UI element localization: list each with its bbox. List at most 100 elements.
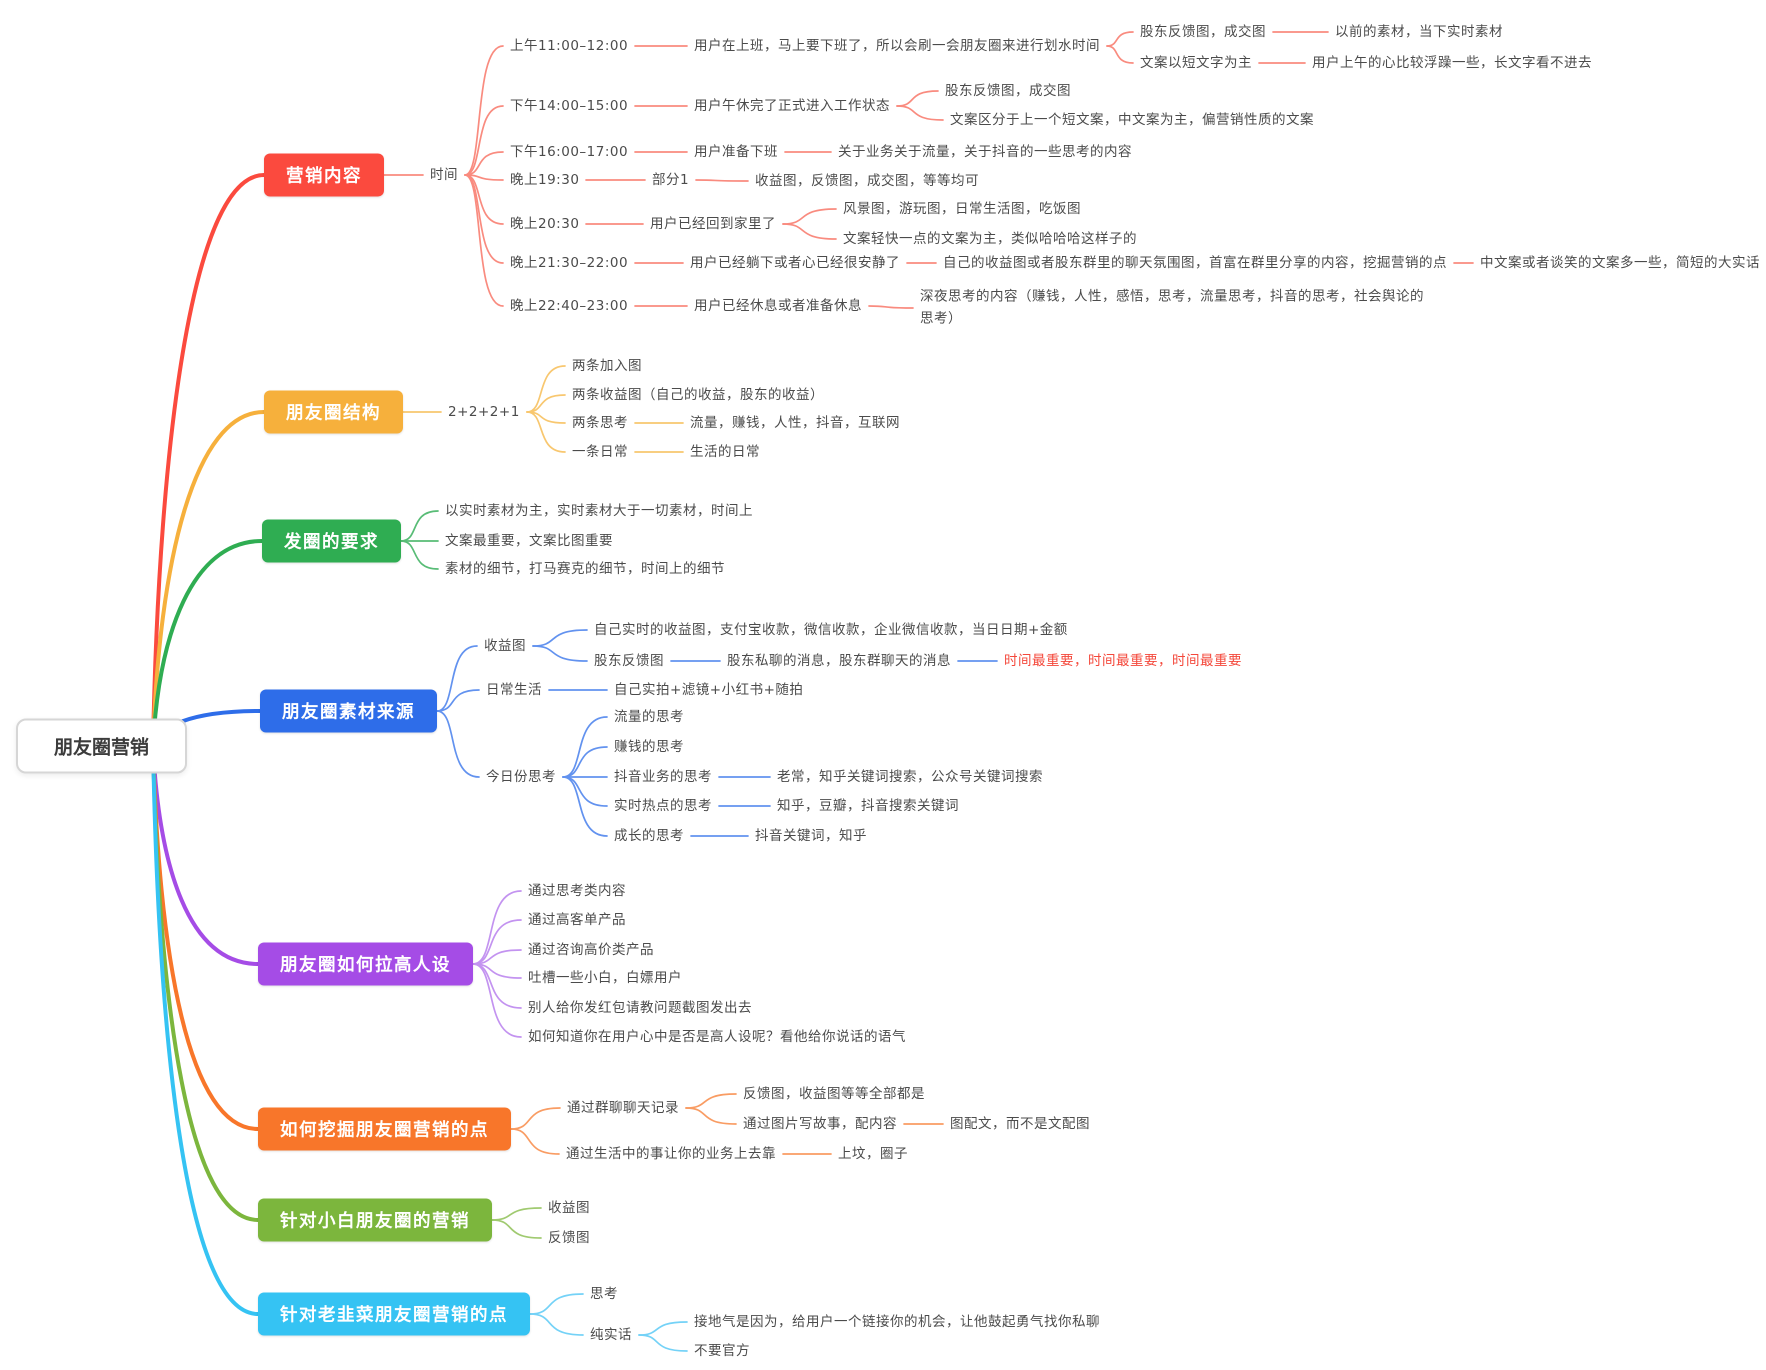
mindmap-edge-b4-jr-b4-jr4 <box>562 776 608 807</box>
mindmap-node-b1-d1c2[interactable]: 文案以短文字为主 <box>1140 54 1252 71</box>
mindmap-edge-b4-jr-b4-jr5 <box>562 776 608 837</box>
mindmap-node-b1-d1c1g[interactable]: 以前的素材，当下实时素材 <box>1335 23 1503 40</box>
mindmap-node-b4-jr2[interactable]: 赚钱的思考 <box>614 738 684 755</box>
mindmap-node-b2-n[interactable]: 2+2+2+1 <box>448 403 520 420</box>
mindmap-node-b5-p4[interactable]: 吐槽一些小白，白嫖用户 <box>528 969 682 986</box>
mindmap-node-b4-fkt1[interactable]: 股东私聊的消息，股东群聊天的消息 <box>727 652 951 669</box>
mindmap-node-b1-d6c[interactable]: 自己的收益图或者股东群里的聊天氛围图，首富在群里分享的内容，挖掘营销的点 <box>943 254 1447 271</box>
mindmap-node-b1-d3[interactable]: 用户准备下班 <box>694 143 778 160</box>
mindmap-node-b4-jr[interactable]: 今日份思考 <box>486 768 556 785</box>
mindmap-node-b2-s3[interactable]: 两条思考 <box>572 414 628 431</box>
mindmap-node-b1-d5[interactable]: 用户已经回到家里了 <box>650 215 776 232</box>
mindmap-node-b3-g3[interactable]: 素材的细节，打马赛克的细节，时间上的细节 <box>445 560 725 577</box>
mindmap-node-b6-o2c[interactable]: 上坟，圈子 <box>838 1145 908 1162</box>
mindmap-node-b2-s3c[interactable]: 流量，赚钱，人性，抖音，互联网 <box>690 414 900 431</box>
mindmap-node-b2-s2[interactable]: 两条收益图（自己的收益，股东的收益） <box>572 386 824 403</box>
mindmap-node-b1-d4[interactable]: 部分1 <box>652 171 690 188</box>
mindmap-node-b4-jr1[interactable]: 流量的思考 <box>614 708 684 725</box>
mindmap-node-b1-d4c[interactable]: 收益图，反馈图，成交图，等等均可 <box>755 172 979 189</box>
mindmap-node-b8-c2a[interactable]: 接地气是因为，给用户一个链接你的机会，让他鼓起勇气找你私聊 <box>694 1313 1100 1330</box>
mindmap-edge-b8-b8-c2 <box>529 1313 584 1336</box>
mindmap-node-b6[interactable]: 如何挖掘朋友圈营销的点 <box>258 1107 511 1151</box>
mindmap-node-b1-d1c2g[interactable]: 用户上午的心比较浮躁一些，长文字看不进去 <box>1312 54 1592 71</box>
mindmap-node-b8-c2b[interactable]: 不要官方 <box>694 1342 750 1359</box>
mindmap-node-b4-jr3c[interactable]: 老常，知乎关键词搜索，公众号关键词搜索 <box>777 768 1043 785</box>
mindmap-edge-b4-b4-syt <box>436 645 478 712</box>
mindmap-node-b5-p1[interactable]: 通过思考类内容 <box>528 882 626 899</box>
mindmap-node-b1-d5c2[interactable]: 文案轻快一点的文案为主，类似哈哈哈这样子的 <box>843 230 1137 247</box>
mindmap-node-b4-jr4c[interactable]: 知乎，豆瓣，抖音搜索关键词 <box>777 797 959 814</box>
mindmap-node-b4-jr5c[interactable]: 抖音关键词，知乎 <box>755 827 867 844</box>
mindmap-node-b6-o1c1[interactable]: 反馈图，收益图等等全部都是 <box>743 1085 925 1102</box>
mindmap-edge-b8-c2-b8-c2b <box>638 1334 688 1352</box>
mindmap-node-b1-d7c[interactable]: 深夜思考的内容（赚钱，人性，感悟，思考，流量思考，抖音的思考，社会舆论的思考） <box>920 288 1424 326</box>
mindmap-node-b1[interactable]: 营销内容 <box>264 153 384 197</box>
mindmap-node-b5-p2[interactable]: 通过高客单产品 <box>528 911 626 928</box>
mindmap-node-b4-jr4[interactable]: 实时热点的思考 <box>614 797 712 814</box>
mindmap-node-b3[interactable]: 发圈的要求 <box>262 519 401 563</box>
mindmap-node-b1-t2[interactable]: 下午14:00–15:00 <box>510 97 629 114</box>
mindmap-node-b2-s1[interactable]: 两条加入图 <box>572 357 642 374</box>
mindmap-edge-b5-b5-p2 <box>472 919 522 965</box>
mindmap-node-b2[interactable]: 朋友圈结构 <box>264 390 403 434</box>
mindmap-edge-b4-syt-b4-syt1 <box>532 629 588 647</box>
mindmap-node-b4-syt1[interactable]: 自己实时的收益图，支付宝收款，微信收款，企业微信收款，当日日期+金额 <box>594 621 1068 638</box>
mindmap-node-b1-d2[interactable]: 用户午休完了正式进入工作状态 <box>694 97 890 114</box>
mindmap-node-b1-t7[interactable]: 晚上22:40–23:00 <box>510 297 629 314</box>
mindmap-node-b4[interactable]: 朋友圈素材来源 <box>260 689 437 733</box>
mindmap-node-b8-c1[interactable]: 思考 <box>590 1285 618 1302</box>
mindmap-edge-b5-b5-p5 <box>472 963 522 1009</box>
mindmap-node-b4-fkt2[interactable]: 时间最重要，时间最重要，时间最重要 <box>1004 652 1242 669</box>
mindmap-node-b4-jr3[interactable]: 抖音业务的思考 <box>614 768 712 785</box>
mindmap-node-b1-d2c1[interactable]: 股东反馈图，成交图 <box>945 82 1071 99</box>
mindmap-edge-b2-n-b2-s1 <box>526 365 566 413</box>
mindmap-node-b5-p5[interactable]: 别人给你发红包请教问题截图发出去 <box>528 999 752 1016</box>
mindmap-node-b2-s4c[interactable]: 生活的日常 <box>690 443 760 460</box>
mindmap-node-b4-fkt[interactable]: 股东反馈图 <box>594 652 664 669</box>
mindmap-node-b1-d3c[interactable]: 关于业务关于流量，关于抖音的一些思考的内容 <box>838 143 1132 160</box>
mindmap-node-b4-rc[interactable]: 日常生活 <box>486 681 542 698</box>
mindmap-node-b5[interactable]: 朋友圈如何拉高人设 <box>258 942 473 986</box>
mindmap-node-b8[interactable]: 针对老韭菜朋友圈营销的点 <box>258 1292 530 1336</box>
mindmap-edge-root-b2 <box>151 410 266 748</box>
mindmap-edge-b6-o1-b6-o1c1 <box>685 1093 737 1109</box>
mindmap-edge-root-b5 <box>151 744 260 966</box>
mindmap-node-b5-p6[interactable]: 如何知道你在用户心中是否是高人设呢？看他给你说话的语气 <box>528 1028 906 1045</box>
mindmap-node-b6-o1[interactable]: 通过群聊聊天记录 <box>567 1099 679 1116</box>
mindmap-node-b7-l2[interactable]: 反馈图 <box>548 1229 590 1246</box>
mindmap-node-root[interactable]: 朋友圈营销 <box>16 718 188 774</box>
mindmap-edge-b1-time-b1-t6 <box>464 174 504 264</box>
mindmap-node-b6-o1c2[interactable]: 通过图片写故事，配内容 <box>743 1115 897 1132</box>
mindmap-edge-root-b1 <box>151 173 266 748</box>
mindmap-node-b1-d1c1[interactable]: 股东反馈图，成交图 <box>1140 23 1266 40</box>
mindmap-node-b1-d7[interactable]: 用户已经休息或者准备休息 <box>694 297 862 314</box>
mindmap-node-b5-p3[interactable]: 通过咨询高价类产品 <box>528 941 654 958</box>
mindmap-node-b6-o1c2g[interactable]: 图配文，而不是文配图 <box>950 1115 1090 1132</box>
mindmap-node-b1-d6[interactable]: 用户已经躺下或者心已经很安静了 <box>690 254 900 271</box>
mindmap-node-b1-t3[interactable]: 下午16:00–17:00 <box>510 143 629 160</box>
mindmap-node-b1-d1[interactable]: 用户在上班，马上要下班了，所以会刷一会朋友圈来进行划水时间 <box>694 37 1100 54</box>
mindmap-node-b7[interactable]: 针对小白朋友圈的营销 <box>258 1198 492 1242</box>
mindmap-node-b1-d2c2[interactable]: 文案区分于上一个短文案，中文案为主，偏营销性质的文案 <box>950 111 1314 128</box>
mindmap-node-b3-g1[interactable]: 以实时素材为主，实时素材大于一切素材，时间上 <box>445 502 753 519</box>
mindmap-node-b1-time[interactable]: 时间 <box>430 166 458 183</box>
mindmap-node-b6-o2[interactable]: 通过生活中的事让你的业务上去靠 <box>566 1145 776 1162</box>
mindmap-edge-b1-d2-b1-d2c1 <box>896 90 939 107</box>
mindmap-node-b8-c2[interactable]: 纯实话 <box>590 1326 632 1343</box>
mindmap-node-b1-t6[interactable]: 晚上21:30–22:00 <box>510 254 629 271</box>
mindmap-node-b2-s4[interactable]: 一条日常 <box>572 443 628 460</box>
mindmap-node-b4-jr5[interactable]: 成长的思考 <box>614 827 684 844</box>
mindmap-node-b1-d5c1[interactable]: 风景图，游玩图，日常生活图，吃饭图 <box>843 200 1081 217</box>
mindmap-node-b1-d6cg[interactable]: 中文案或者谈笑的文案多一些，简短的大实话 <box>1480 254 1760 271</box>
mindmap-node-b1-t5[interactable]: 晚上20:30 <box>510 215 580 232</box>
mindmap-node-b4-syt[interactable]: 收益图 <box>484 637 526 654</box>
mindmap-node-b3-g2[interactable]: 文案最重要，文案比图重要 <box>445 532 613 549</box>
mindmap-node-b4-rc1[interactable]: 自己实拍+滤镜+小红书+随拍 <box>614 681 804 698</box>
mindmap-edge-b8-c2-b8-c2a <box>638 1321 688 1336</box>
mindmap-node-b1-t1[interactable]: 上午11:00–12:00 <box>510 37 629 54</box>
mindmap-node-b1-t4[interactable]: 晚上19:30 <box>510 171 580 188</box>
mindmap-node-b7-l1[interactable]: 收益图 <box>548 1199 590 1216</box>
mindmap-edge-b6-b6-o1 <box>510 1107 561 1130</box>
